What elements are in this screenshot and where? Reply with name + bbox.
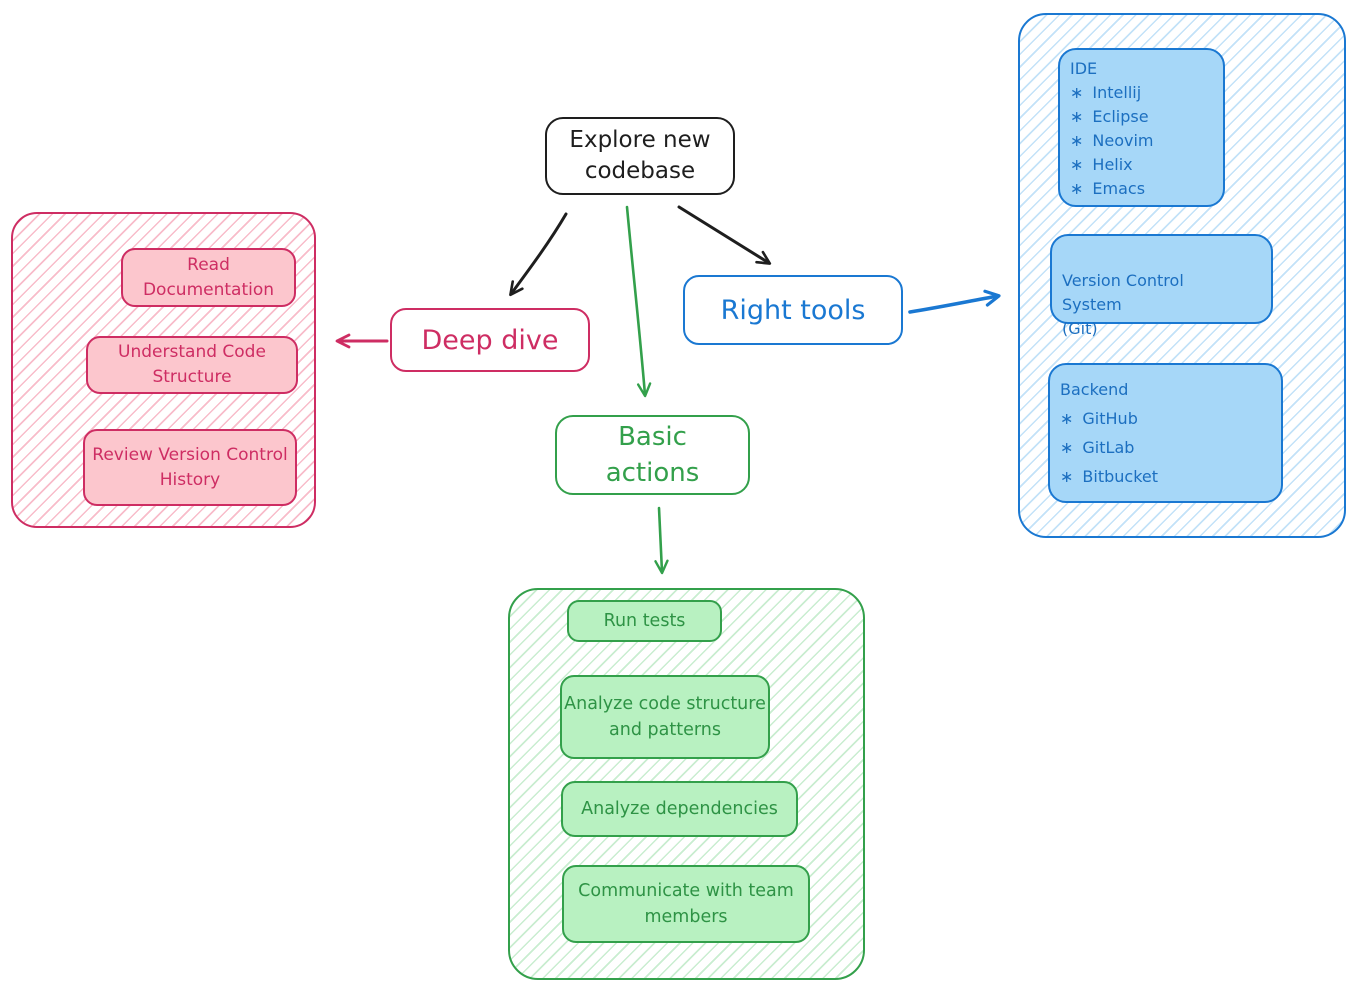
- bullet-icon: ∗: [1060, 467, 1074, 486]
- arrow-basic-actions-to-tasks: [654, 506, 669, 575]
- list-item: ∗ Intellij: [1070, 81, 1213, 105]
- tool-label: Neovim: [1092, 131, 1154, 150]
- list-item: ∗ GitLab: [1060, 433, 1271, 462]
- task-label: Run tests: [603, 610, 686, 631]
- list-item: ∗ Emacs: [1070, 177, 1213, 201]
- task-label: Analyze dependencies: [581, 798, 778, 819]
- bullet-icon: ∗: [1070, 83, 1084, 102]
- basic-action-run-tests: Run tests: [567, 600, 722, 642]
- tool-group-title: Backend: [1060, 380, 1129, 399]
- task-label: Review Version Control History: [92, 444, 288, 490]
- tool-group-ide: IDE ∗ Intellij ∗ Eclipse ∗ Neovim ∗ Heli…: [1058, 48, 1225, 207]
- basic-action-analyze-code-structure: Analyze code structure and patterns: [560, 675, 770, 759]
- task-label: Analyze code structure and patterns: [564, 693, 766, 740]
- right-tools-node: Right tools: [683, 275, 903, 345]
- tool-label: Emacs: [1092, 179, 1146, 198]
- tool-label: Eclipse: [1092, 107, 1149, 126]
- task-label: Read Documentation: [142, 254, 275, 300]
- deep-dive-node: Deep dive: [390, 308, 590, 372]
- tool-group-title: IDE: [1070, 59, 1098, 78]
- list-item: ∗ Bitbucket: [1060, 462, 1271, 491]
- bullet-icon: ∗: [1070, 107, 1084, 126]
- deep-dive-label: Deep dive: [421, 324, 559, 356]
- list-item: ∗ Eclipse: [1070, 105, 1213, 129]
- arrow-root-to-right-tools: [677, 205, 772, 265]
- root-node-label: Explore new codebase: [569, 126, 711, 184]
- deep-dive-task-review-version-control-history: Review Version Control History: [83, 429, 297, 506]
- tool-label: GitHub: [1082, 409, 1138, 428]
- arrow-root-to-deep-dive: [509, 212, 568, 297]
- basic-action-analyze-dependencies: Analyze dependencies: [561, 781, 798, 837]
- root-node: Explore new codebase: [545, 117, 735, 195]
- tool-group-backend: Backend ∗ GitHub ∗ GitLab ∗ Bitbucket: [1048, 363, 1283, 503]
- right-tools-label: Right tools: [720, 294, 866, 326]
- tool-group-title: Version Control System (Git): [1062, 271, 1184, 338]
- arrow-root-to-basic-actions: [625, 205, 652, 398]
- tool-label: GitLab: [1082, 438, 1135, 457]
- task-label: Communicate with team members: [578, 880, 794, 927]
- bullet-icon: ∗: [1070, 131, 1084, 150]
- basic-actions-node: Basic actions: [555, 415, 750, 495]
- bullet-icon: ∗: [1060, 409, 1074, 428]
- bullet-icon: ∗: [1060, 438, 1074, 457]
- list-item: ∗ GitHub: [1060, 404, 1271, 433]
- deep-dive-task-read-documentation: Read Documentation: [121, 248, 296, 307]
- bullet-icon: ∗: [1070, 155, 1084, 174]
- list-item: ∗ Helix: [1070, 153, 1213, 177]
- basic-actions-label: Basic actions: [605, 421, 700, 488]
- tool-group-version-control-system: Version Control System (Git): [1050, 234, 1273, 338]
- tool-label: Helix: [1092, 155, 1133, 174]
- tool-label: Intellij: [1092, 83, 1142, 102]
- deep-dive-task-understand-code-structure: Understand Code Structure: [86, 336, 298, 394]
- tool-label: Bitbucket: [1082, 467, 1159, 486]
- bullet-icon: ∗: [1070, 179, 1084, 198]
- task-label: Understand Code Structure: [118, 342, 266, 387]
- list-item: ∗ Neovim: [1070, 129, 1213, 153]
- arrow-right-tools-to-tools: [908, 289, 1001, 314]
- basic-action-communicate-with-team: Communicate with team members: [562, 865, 810, 943]
